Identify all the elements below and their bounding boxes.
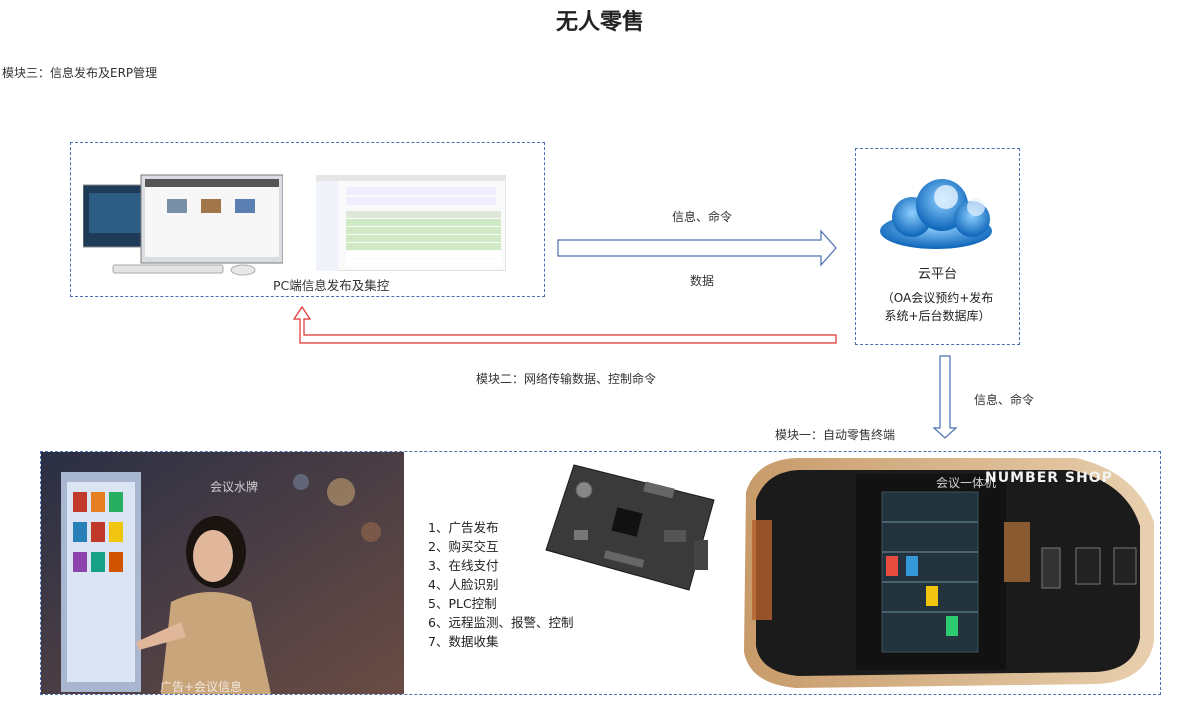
pc-box: PC端信息发布及集控 — [70, 142, 545, 297]
erp-screenshot — [316, 175, 506, 271]
pc-illustration — [83, 174, 283, 276]
feature-item: 5、PLC控制 — [428, 596, 497, 611]
terminal-box — [40, 451, 1161, 695]
arrow-data-label: 数据 — [690, 274, 715, 288]
page-title: 无人零售 — [555, 10, 644, 35]
feature-item: 4、人脸识别 — [428, 577, 499, 592]
overlay-kiosk: 会议一体机 — [936, 476, 997, 490]
arrow-top-label: 信息、命令 — [672, 210, 733, 224]
cloud-title: 云平台 — [917, 267, 957, 282]
return-arrow — [292, 305, 837, 344]
cloud-icon — [880, 179, 992, 249]
cloud-desc-line1: （OA会议预约+发布 — [881, 291, 994, 305]
pc-caption: PC端信息发布及集控 — [273, 278, 390, 293]
cloud-box: 云平台 （OA会议预约+发布 系统+后台数据库） — [855, 148, 1020, 345]
feature-list: 1、广告发布 2、购买交互 3、在线支付 4、人脸识别 5、PLC控制 6、远程… — [428, 518, 573, 651]
overlay-bottom: 广告+会议信息 — [160, 680, 243, 694]
touchscreen-photo — [41, 452, 404, 694]
down-arrow — [932, 355, 958, 439]
module2-label: 模块二：网络传输数据、控制命令 — [476, 372, 657, 386]
arrow-down-label: 信息、命令 — [974, 393, 1035, 407]
circuit-board — [545, 464, 715, 591]
vending-kiosk — [744, 458, 1154, 688]
feature-item: 7、数据收集 — [428, 634, 499, 649]
module1-label: 模块一：自动零售终端 — [775, 428, 896, 442]
feature-item: 1、广告发布 — [428, 520, 499, 535]
feature-item: 6、远程监测、报警、控制 — [428, 615, 574, 630]
cloud-desc: （OA会议预约+发布 系统+后台数据库） — [856, 289, 1019, 325]
module3-label: 模块三：信息发布及ERP管理 — [2, 66, 158, 80]
feature-item: 3、在线支付 — [428, 558, 499, 573]
right-arrow — [557, 229, 837, 267]
cloud-desc-line2: 系统+后台数据库） — [884, 309, 991, 323]
feature-item: 2、购买交互 — [428, 539, 499, 554]
overlay-top: 会议水牌 — [210, 480, 259, 494]
kiosk-sign: NUMBER SHOP — [985, 470, 1113, 486]
